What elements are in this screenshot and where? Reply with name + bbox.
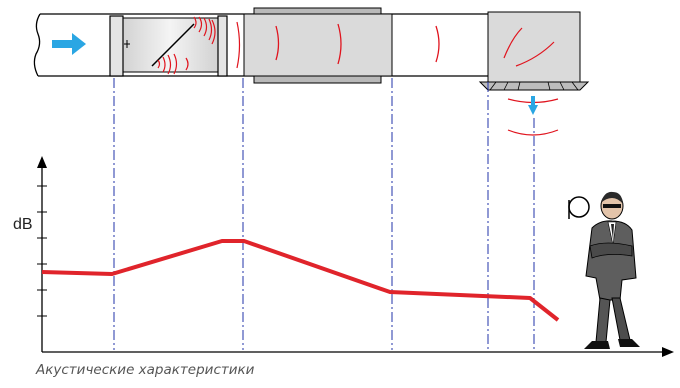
silencer <box>243 7 440 84</box>
figure-caption: Акустические характеристики <box>36 362 255 378</box>
diffuser-icon <box>478 81 590 91</box>
y-axis-arrow-icon <box>37 156 47 168</box>
damper-sound-waves <box>157 16 241 75</box>
damper-section <box>109 15 241 77</box>
flow-arrow-icon <box>52 33 86 55</box>
y-axis-ticks <box>37 185 47 317</box>
sound-level-line <box>41 239 560 322</box>
diffuser-box <box>478 11 590 136</box>
chart-axes <box>41 160 665 353</box>
person-icon <box>584 191 640 349</box>
y-axis-label: dB <box>13 216 33 233</box>
damper-icon <box>151 23 195 67</box>
downward-flow-arrow-icon <box>528 96 538 115</box>
silencer-sound-waves <box>275 23 440 65</box>
guide-lines <box>113 78 535 350</box>
x-axis-arrow-icon <box>662 347 674 357</box>
speech-bubble-icon <box>568 196 590 219</box>
